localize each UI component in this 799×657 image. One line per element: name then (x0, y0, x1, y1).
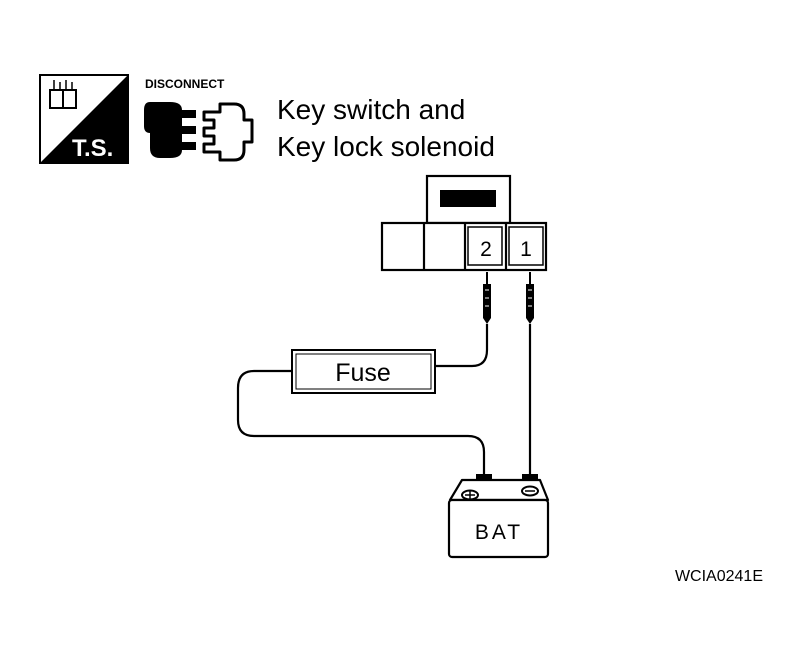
component-title-line1: Key switch and (277, 94, 465, 125)
ts-badge-label: T.S. (72, 135, 113, 162)
connector-lock-tab (440, 190, 496, 207)
ts-badge-icon: T.S. (39, 74, 129, 164)
probe-terminal-2 (483, 272, 491, 324)
fuse: Fuse (291, 349, 436, 394)
harness-connector: 2 1 (380, 174, 548, 272)
wire-terminal-2-to-fuse (435, 324, 489, 368)
disconnect-label: DISCONNECT (145, 77, 225, 91)
disconnect-connector-icon (144, 102, 254, 162)
battery-label: BAT (475, 521, 523, 544)
terminal-2-label: 2 (480, 238, 492, 261)
fuse-label: Fuse (335, 359, 391, 387)
component-title-line2: Key lock solenoid (277, 131, 495, 162)
wire-fuse-to-battery-positive (236, 369, 486, 474)
battery: BAT (447, 474, 550, 559)
terminal-1-label: 1 (520, 238, 532, 261)
figure-code: WCIA0241E (675, 568, 763, 585)
probe-terminal-1 (526, 272, 534, 324)
